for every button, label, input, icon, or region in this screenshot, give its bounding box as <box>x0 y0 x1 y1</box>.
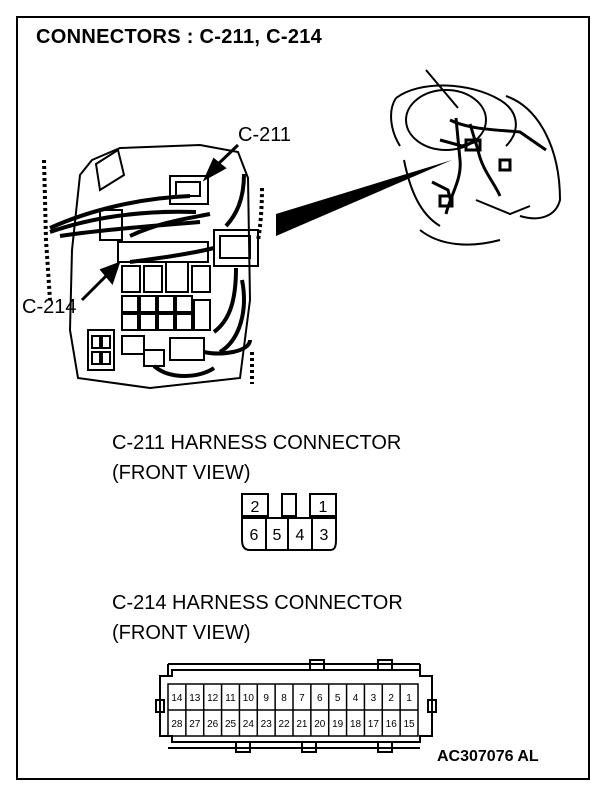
c211-pin-label: 4 <box>296 527 305 544</box>
callout-c211-label: C-211 <box>238 124 291 146</box>
c214-heading-line2: (FRONT VIEW) <box>112 622 251 644</box>
c214-pin-label: 11 <box>225 693 236 704</box>
diagram-frame <box>16 16 590 780</box>
c214-pin-label: 4 <box>353 693 359 704</box>
c214-pin-label: 12 <box>207 693 219 704</box>
c214-pin-label: 16 <box>386 719 398 730</box>
c214-pin-label: 6 <box>317 693 323 704</box>
c211-pin-label: 5 <box>273 527 282 544</box>
c214-pin-label: 8 <box>281 693 287 704</box>
figure-id: AC307076 AL <box>437 748 539 765</box>
c214-pin-grid <box>167 683 419 737</box>
c214-pin-label: 27 <box>189 719 201 730</box>
c214-pin-label: 18 <box>350 719 362 730</box>
location-pointer <box>276 160 452 236</box>
c214-pin-label: 19 <box>332 719 344 730</box>
dashboard-wiring <box>431 117 547 215</box>
c214-pin-label: 22 <box>279 719 291 730</box>
harness-wires <box>42 159 264 384</box>
c214-pin-label: 9 <box>263 693 269 704</box>
dashboard-sketch <box>390 69 562 246</box>
c211-pin-label: 3 <box>320 527 329 544</box>
c211-pin-label: 2 <box>251 499 260 516</box>
c214-pin-label: 1 <box>406 693 412 704</box>
c214-pin-label: 26 <box>207 719 219 730</box>
c214-pin-label: 13 <box>189 693 201 704</box>
c211-connector <box>241 493 337 551</box>
c214-pin-label: 21 <box>296 719 308 730</box>
c214-pin-label: 5 <box>335 693 341 704</box>
c214-pin-label: 15 <box>404 719 416 730</box>
junction-block <box>68 143 259 390</box>
callout-c214-label: C-214 <box>22 296 77 318</box>
c211-heading-line2: (FRONT VIEW) <box>112 462 251 484</box>
c214-pin-label: 25 <box>225 719 237 730</box>
c214-pin-label: 3 <box>371 693 377 704</box>
c214-heading: C-214 HARNESS CONNECTOR (FRONT VIEW) <box>112 588 403 648</box>
c214-pin-label: 28 <box>171 719 183 730</box>
c211-heading: C-211 HARNESS CONNECTOR (FRONT VIEW) <box>112 428 401 488</box>
c214-pin-label: 20 <box>314 719 326 730</box>
c214-pin-label: 17 <box>368 719 380 730</box>
c214-heading-line1: C-214 HARNESS CONNECTOR <box>112 592 403 614</box>
c214-pin-label: 10 <box>243 693 255 704</box>
c211-pin-label: 1 <box>319 499 328 516</box>
c214-connector <box>155 659 437 753</box>
c214-pin-label: 23 <box>261 719 273 730</box>
c211-pin-label: 6 <box>250 527 259 544</box>
diagram-title: CONNECTORS : C-211, C-214 <box>36 26 323 48</box>
c211-heading-line1: C-211 HARNESS CONNECTOR <box>112 432 402 454</box>
c214-pin-label: 24 <box>243 719 255 730</box>
callout-arrows <box>80 143 240 302</box>
c214-pin-label: 14 <box>171 693 183 704</box>
c214-pin-label: 2 <box>388 693 394 704</box>
c214-pin-label: 7 <box>299 693 305 704</box>
